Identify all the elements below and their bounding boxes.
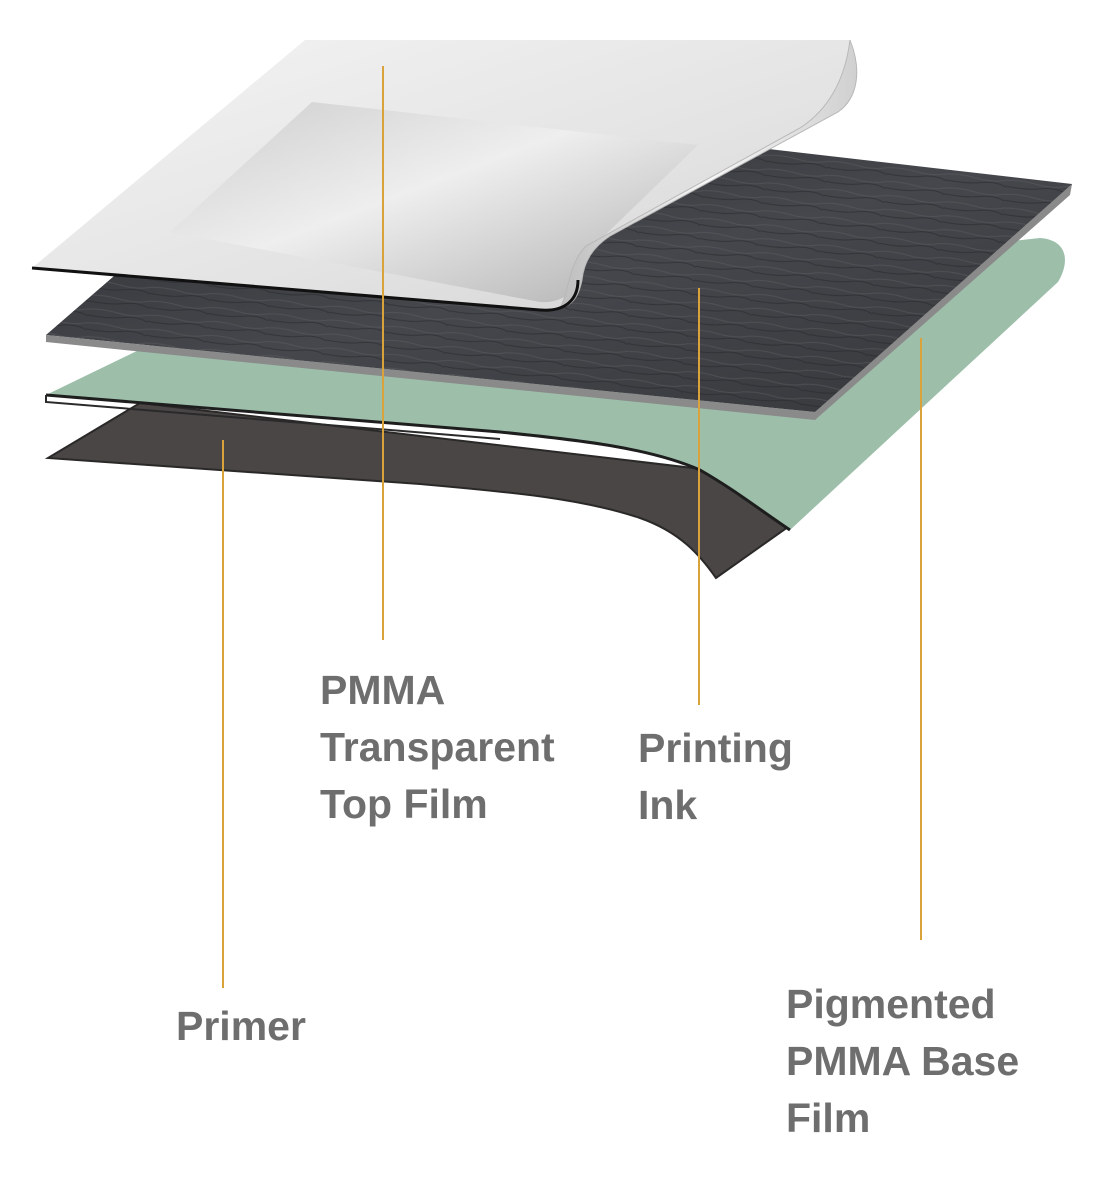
label-base-film: Pigmented PMMA Base Film [786,981,1020,1141]
printing-ink-edge [46,184,1072,420]
top-film-inner-panel [170,102,698,303]
label-top-film: PMMA Transparent Top Film [320,667,555,827]
label-primer: Primer [176,1003,306,1049]
base-film-side [45,395,501,440]
label-printing-ink: Printing Ink [638,725,793,828]
base-film-edge [45,393,791,532]
top-film-edge [31,266,580,312]
